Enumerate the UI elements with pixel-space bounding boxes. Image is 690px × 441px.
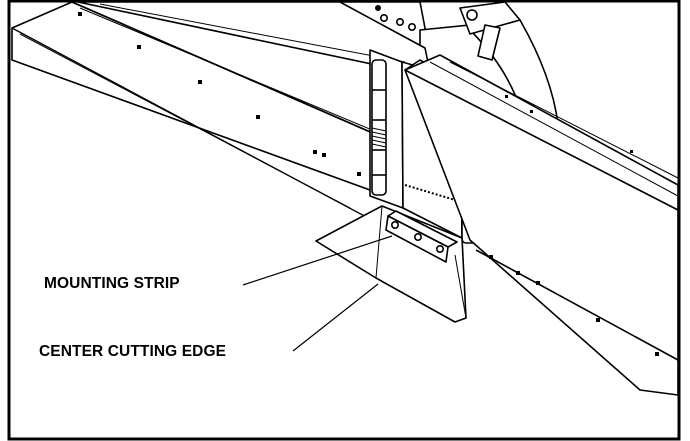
bracket-hole (395, 17, 404, 26)
hitch-frame-top (459, 1, 521, 35)
upper-frame-bar-edge (99, 3, 406, 63)
bracket-hole (379, 14, 388, 23)
bracket-bolt (374, 5, 381, 12)
right-wing-top-bar (404, 54, 679, 211)
slot-hatch (404, 184, 456, 201)
strip-hole (390, 221, 399, 230)
cutting-edge-fold (375, 205, 383, 279)
right-wing-bolts (489, 95, 659, 356)
plow-assembly-drawing (11, 1, 679, 396)
right-wing-rail (449, 61, 679, 179)
hitch-pin (466, 9, 478, 21)
left-spring-coil (371, 127, 387, 148)
center-cutting-edge-label: CENTER CUTTING EDGE (39, 343, 227, 360)
strip-hole (413, 233, 422, 242)
mounting-strip-label: MOUNTING STRIP (44, 275, 180, 292)
strip-hole (435, 245, 444, 254)
bracket-hole (407, 22, 416, 31)
mounting-strip-leader (242, 235, 393, 286)
right-wing-blade (404, 59, 679, 396)
cutting-edge-right-face (454, 254, 467, 319)
right-wing-lower-edge (475, 249, 679, 361)
left-hinge-cylinder (371, 59, 387, 196)
center-cutting-edge-leader (292, 283, 379, 352)
right-wing-top-bar-edge (429, 61, 679, 197)
left-wing-bolts (78, 12, 361, 176)
left-wing-lower-line (19, 33, 351, 209)
left-wing-cutting-line (79, 7, 421, 151)
hitch-link (477, 24, 501, 61)
